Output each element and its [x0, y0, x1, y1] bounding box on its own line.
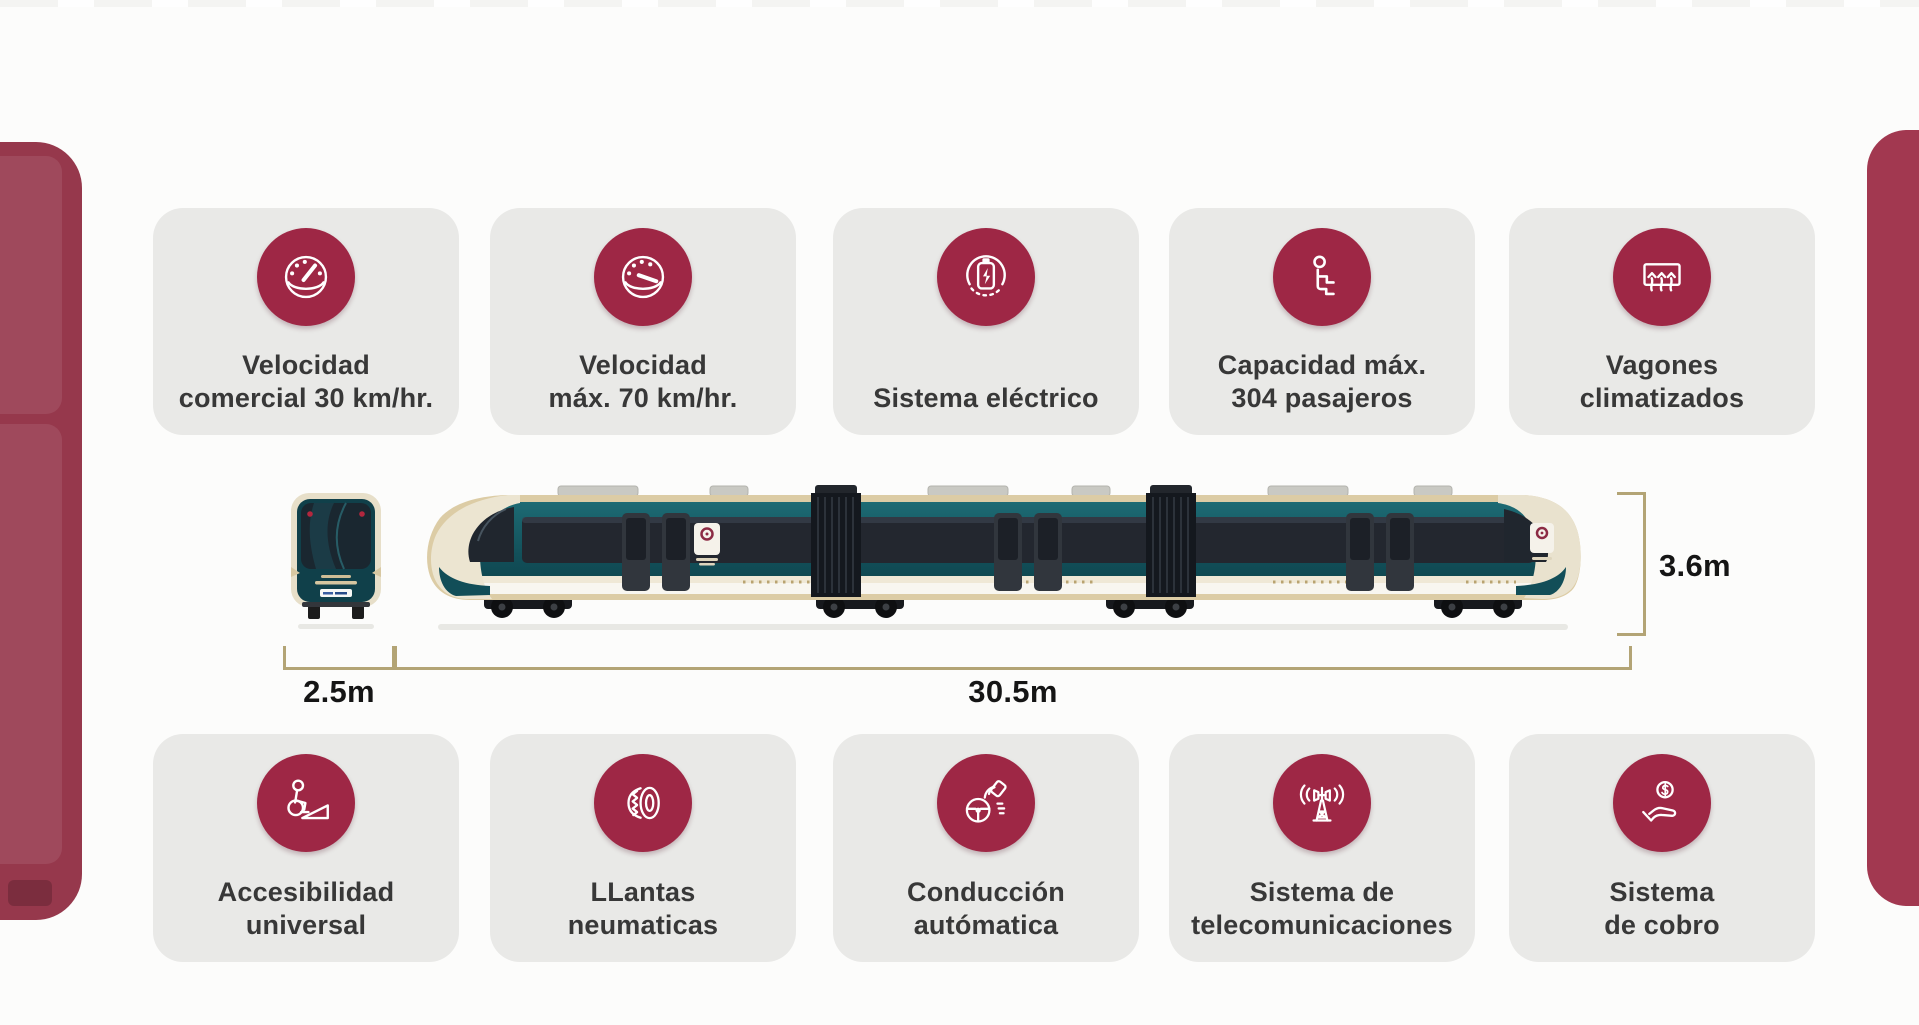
train-logo — [694, 523, 720, 566]
top-edge-strip — [0, 0, 1919, 7]
fare-payment-icon — [1613, 754, 1711, 852]
length-label: 30.5m — [968, 674, 1058, 709]
wheelchair-ramp-icon — [257, 754, 355, 852]
feature-label-line: Sistema de — [1249, 877, 1395, 907]
right-edge-decoration — [1867, 130, 1919, 906]
speedometer-max-icon — [594, 228, 692, 326]
feature-label: Capacidad máx. 304 pasajeros — [1169, 349, 1475, 415]
feature-label-line: climatizados — [1579, 383, 1745, 413]
feature-label-line: comercial 30 km/hr. — [178, 383, 434, 413]
front-width-label: 2.5m — [303, 674, 375, 709]
feature-label-line: Conducción — [907, 877, 1065, 907]
feature-label-line: LLantas — [590, 877, 696, 907]
left-edge-panel — [0, 424, 62, 864]
feature-label: Conducción autómatica — [833, 876, 1139, 942]
electric-battery-icon — [937, 228, 1035, 326]
feature-label: Sistema de telecomunicaciones — [1169, 876, 1475, 942]
card-conduccion-automatica: Conducción autómatica — [833, 734, 1139, 962]
feature-label-line: autómatica — [913, 910, 1059, 940]
feature-label-line: universal — [245, 910, 367, 940]
feature-label-line: telecomunicaciones — [1191, 910, 1453, 940]
feature-label-line: Capacidad máx. — [1217, 350, 1427, 380]
card-llantas: LLantas neumaticas — [490, 734, 796, 962]
feature-label-line: Sistema eléctrico — [873, 383, 1099, 413]
seated-passenger-icon — [1273, 228, 1371, 326]
feature-label: Sistema de cobro — [1509, 876, 1815, 942]
feature-label-line: Sistema — [1609, 877, 1715, 907]
feature-label: Vagones climatizados — [1509, 349, 1815, 415]
height-bracket — [1617, 492, 1646, 636]
feature-label: Velocidad máx. 70 km/hr. — [490, 349, 796, 415]
autonomous-driving-icon — [937, 754, 1035, 852]
card-accesibilidad: Accesibilidad universal — [153, 734, 459, 962]
train-side-view-image — [408, 483, 1598, 638]
feature-label-line: Velocidad — [579, 350, 707, 380]
air-conditioning-icon — [1613, 228, 1711, 326]
feature-label-line: Accesibilidad — [217, 877, 395, 907]
feature-label-line: neumaticas — [567, 910, 719, 940]
telecom-tower-icon — [1273, 754, 1371, 852]
card-velocidad-maxima: Velocidad máx. 70 km/hr. — [490, 208, 796, 435]
card-sistema-electrico: Sistema eléctrico — [833, 208, 1139, 435]
card-telecomunicaciones: Sistema de telecomunicaciones — [1169, 734, 1475, 962]
left-edge-panel — [0, 156, 62, 414]
length-bracket — [394, 646, 1632, 670]
tire-icon — [594, 754, 692, 852]
feature-label: Accesibilidad universal — [153, 876, 459, 942]
left-edge-decoration — [0, 142, 82, 920]
feature-label-line: de cobro — [1604, 910, 1720, 940]
height-label: 3.6m — [1659, 548, 1731, 583]
front-width-bracket — [283, 646, 395, 670]
train-logo — [1530, 523, 1554, 560]
feature-label-line: Vagones — [1605, 350, 1719, 380]
card-velocidad-comercial: Velocidad comercial 30 km/hr. — [153, 208, 459, 435]
feature-label-line: Velocidad — [242, 350, 370, 380]
feature-label-line: máx. 70 km/hr. — [548, 383, 738, 413]
feature-label: Sistema eléctrico — [833, 382, 1139, 415]
feature-label-line: 304 pasajeros — [1231, 383, 1413, 413]
train-front-view-image — [284, 491, 388, 636]
feature-label: Velocidad comercial 30 km/hr. — [153, 349, 459, 415]
left-edge-tab — [8, 880, 52, 906]
card-vagones-climatizados: Vagones climatizados — [1509, 208, 1815, 435]
speedometer-commercial-icon — [257, 228, 355, 326]
card-sistema-de-cobro: Sistema de cobro — [1509, 734, 1815, 962]
feature-label: LLantas neumaticas — [490, 876, 796, 942]
card-capacidad: Capacidad máx. 304 pasajeros — [1169, 208, 1475, 435]
